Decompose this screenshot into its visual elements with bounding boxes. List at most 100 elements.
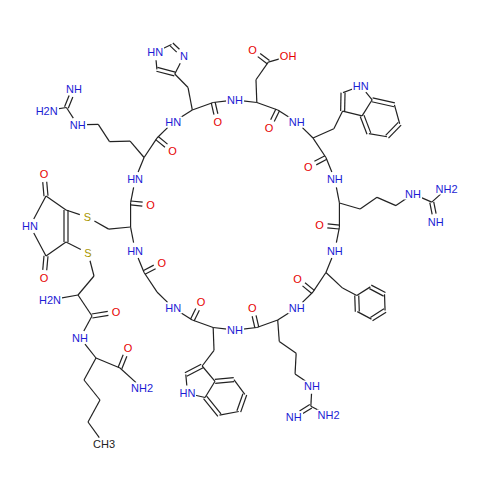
bond-line bbox=[310, 394, 312, 407]
bond-line bbox=[295, 353, 296, 374]
bond-line bbox=[43, 256, 44, 270]
bond-line bbox=[34, 233, 46, 256]
bond-line bbox=[170, 46, 177, 52]
atom-label: NH bbox=[404, 188, 422, 199]
bond-line bbox=[202, 350, 214, 366]
atom-label: O bbox=[123, 343, 134, 354]
bond-line bbox=[130, 205, 142, 206]
bond-line bbox=[334, 111, 343, 129]
atom-label: O bbox=[264, 122, 275, 133]
atom-label: OH bbox=[279, 51, 298, 62]
bond-line bbox=[326, 273, 343, 289]
bond-line bbox=[336, 187, 339, 203]
bond-line bbox=[138, 158, 144, 173]
bond-line bbox=[369, 289, 383, 296]
bond-line bbox=[157, 67, 175, 72]
atom-label: H2N bbox=[38, 295, 62, 306]
bond-line bbox=[187, 368, 203, 377]
bond-line bbox=[195, 395, 205, 397]
bond-line bbox=[188, 88, 192, 110]
bond-line bbox=[194, 310, 199, 321]
atom-label: NH bbox=[326, 174, 344, 185]
bond-line bbox=[131, 201, 143, 202]
bond-line bbox=[316, 159, 327, 165]
bond-line bbox=[386, 122, 399, 135]
atom-label: O bbox=[212, 116, 223, 127]
bond-line bbox=[65, 96, 70, 107]
bond-line bbox=[434, 202, 436, 214]
atom-label: CH3 bbox=[92, 439, 116, 450]
bond-line bbox=[156, 71, 174, 76]
bond-line bbox=[213, 101, 227, 103]
bond-line bbox=[204, 399, 218, 417]
bond-line bbox=[366, 92, 372, 100]
bond-line bbox=[92, 315, 108, 318]
bond-line bbox=[78, 295, 92, 316]
atom-label: HN bbox=[179, 388, 197, 399]
bond-line bbox=[185, 364, 201, 373]
bond-line bbox=[192, 320, 213, 327]
bond-line bbox=[88, 400, 100, 422]
bond-line bbox=[98, 124, 109, 141]
bond-line bbox=[371, 285, 385, 292]
atom-label: HN bbox=[146, 47, 164, 58]
atom-label: S bbox=[83, 248, 92, 259]
atom-label: NH bbox=[303, 380, 321, 391]
bond-line bbox=[46, 196, 66, 210]
bond-line bbox=[118, 355, 123, 368]
bond-line bbox=[130, 203, 131, 227]
bond-line bbox=[302, 286, 311, 294]
bond-line bbox=[143, 265, 154, 271]
bond-line bbox=[257, 320, 278, 327]
bond-line bbox=[256, 62, 268, 80]
bond-line bbox=[219, 411, 238, 415]
bond-line bbox=[274, 111, 279, 122]
atom-label: HN bbox=[164, 303, 182, 314]
bond-line bbox=[192, 103, 213, 110]
atom-label: O bbox=[156, 258, 167, 269]
atom-label: HN bbox=[126, 174, 144, 185]
bond-line bbox=[354, 296, 356, 312]
bond-line bbox=[339, 203, 360, 209]
bond-line bbox=[34, 196, 46, 219]
atom-label: O bbox=[39, 169, 50, 180]
atom-label: NH2 bbox=[130, 383, 154, 394]
bond-line bbox=[357, 312, 371, 319]
bond-line bbox=[85, 344, 96, 358]
bond-line bbox=[384, 294, 386, 310]
atom-label: NH bbox=[69, 119, 87, 130]
bond-line bbox=[327, 228, 339, 229]
atom-label: NH bbox=[427, 216, 445, 227]
bond-line bbox=[343, 288, 357, 295]
bond-line bbox=[96, 358, 120, 368]
bond-line bbox=[47, 256, 48, 270]
bond-line bbox=[388, 125, 401, 138]
atom-label: NH2 bbox=[317, 410, 341, 421]
bond-line bbox=[84, 380, 100, 400]
bond-line bbox=[158, 137, 167, 145]
atom-label: O bbox=[196, 297, 207, 308]
bond-line bbox=[155, 60, 157, 69]
bond-line bbox=[252, 316, 255, 328]
atom-label: HN bbox=[21, 221, 39, 232]
bond-line bbox=[131, 187, 134, 203]
atom-label: O bbox=[167, 145, 178, 156]
bond-line bbox=[313, 273, 326, 292]
bond-line bbox=[215, 382, 234, 384]
bond-line bbox=[190, 308, 195, 319]
bond-line bbox=[430, 203, 432, 215]
bond-line bbox=[339, 203, 340, 227]
bond-line bbox=[432, 194, 441, 202]
atom-label: NH2 bbox=[435, 183, 459, 194]
bond-line bbox=[326, 258, 332, 273]
atom-label: O bbox=[247, 45, 258, 56]
bond-line bbox=[110, 140, 131, 142]
bond-line bbox=[63, 210, 64, 242]
bond-line bbox=[138, 258, 144, 273]
bond-line bbox=[302, 128, 313, 138]
bond-line bbox=[84, 358, 96, 380]
atom-label: O bbox=[111, 307, 122, 318]
bond-line bbox=[205, 381, 215, 397]
bond-line bbox=[369, 134, 387, 137]
